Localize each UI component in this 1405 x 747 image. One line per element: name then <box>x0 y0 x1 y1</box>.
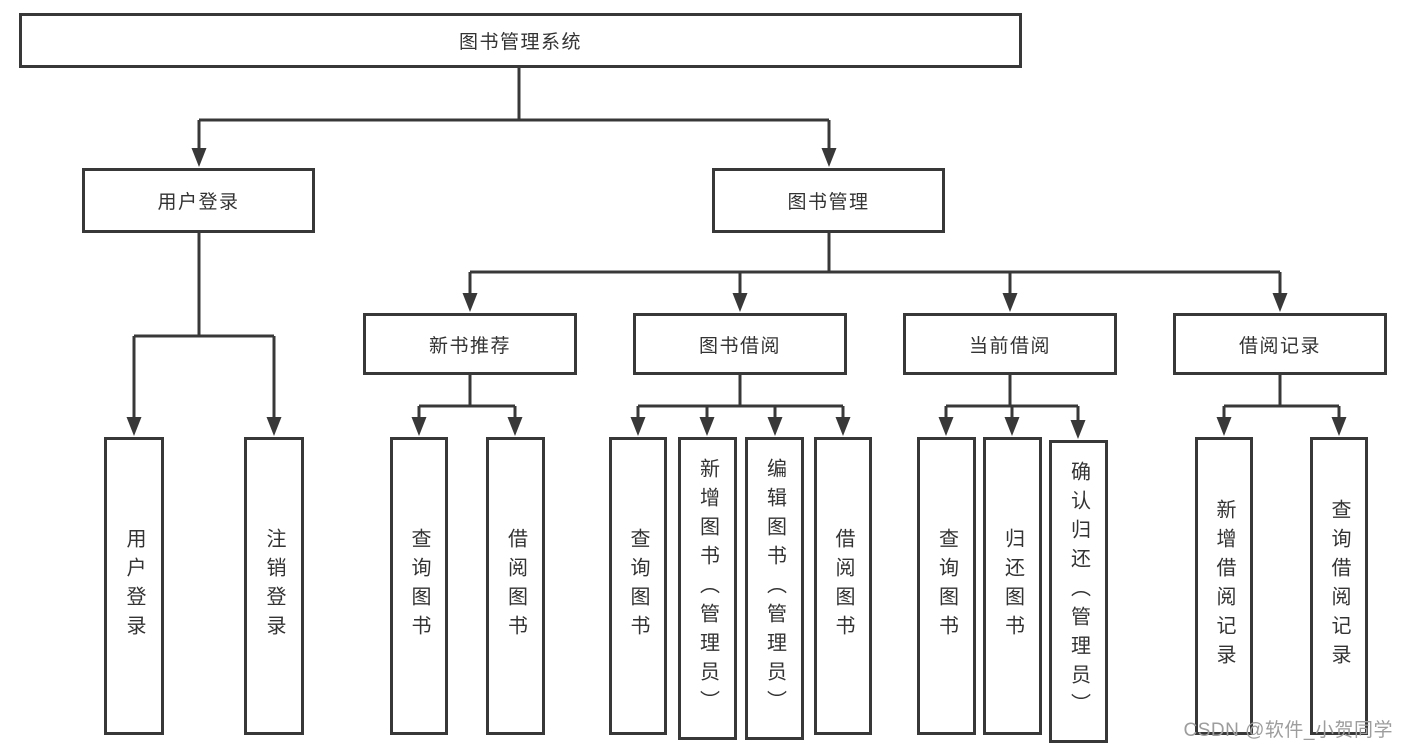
node-leaf-current-query-books: 查询图书 <box>917 437 976 735</box>
node-leaf-query-borrow-record: 查询借阅记录 <box>1310 437 1368 735</box>
node-label: 编辑图书（管理员） <box>763 458 786 719</box>
node-leaf-add-books-admin: 新增图书（管理员） <box>678 437 737 740</box>
node-leaf-logout: 注销登录 <box>244 437 304 735</box>
node-label: 归还图书 <box>1001 528 1024 644</box>
node-label: 借阅记录 <box>1238 335 1321 357</box>
node-library-management-system: 图书管理系统 <box>19 13 1022 68</box>
node-label: 借阅图书 <box>504 528 527 644</box>
node-current-borrow: 当前借阅 <box>903 313 1117 375</box>
node-label: 图书管理 <box>787 192 870 213</box>
node-leaf-borrow-books: 借阅图书 <box>814 437 872 735</box>
node-leaf-add-borrow-record: 新增借阅记录 <box>1195 437 1253 735</box>
arrowheads <box>126 148 1347 439</box>
node-label: 新书推荐 <box>428 335 511 357</box>
node-leaf-user-login: 用户登录 <box>104 437 164 735</box>
node-label: 用户登录 <box>157 192 240 213</box>
node-user-login: 用户登录 <box>82 168 315 233</box>
node-label: 用户登录 <box>123 528 145 644</box>
node-leaf-edit-books-admin: 编辑图书（管理员） <box>745 437 804 740</box>
csdn-watermark: CSDN @软件_小贺同学 <box>1183 720 1393 741</box>
node-book-borrow: 图书借阅 <box>633 313 847 375</box>
node-label: 新增借阅记录 <box>1213 499 1235 673</box>
node-label: 查询借阅记录 <box>1328 499 1350 673</box>
node-label: 当前借阅 <box>968 335 1051 357</box>
node-new-book-recommend: 新书推荐 <box>363 313 577 375</box>
node-label: 查询图书 <box>627 528 649 644</box>
node-book-management: 图书管理 <box>712 168 945 233</box>
node-label: 图书借阅 <box>698 335 781 357</box>
node-leaf-confirm-return-admin: 确认归还（管理员） <box>1049 440 1108 743</box>
node-label: 注销登录 <box>263 528 285 644</box>
node-leaf-recommend-borrow-books: 借阅图书 <box>486 437 545 735</box>
node-leaf-borrow-query-books: 查询图书 <box>609 437 667 735</box>
node-label: 借阅图书 <box>832 528 854 644</box>
node-leaf-return-books: 归还图书 <box>983 437 1042 735</box>
node-label: 查询图书 <box>935 528 958 644</box>
node-label: 新增图书（管理员） <box>696 458 719 719</box>
node-label: 查询图书 <box>408 528 430 644</box>
node-borrow-records: 借阅记录 <box>1173 313 1387 375</box>
node-label: 确认归还（管理员） <box>1067 461 1090 722</box>
node-leaf-recommend-query-books: 查询图书 <box>390 437 448 735</box>
node-label: 图书管理系统 <box>458 32 582 53</box>
